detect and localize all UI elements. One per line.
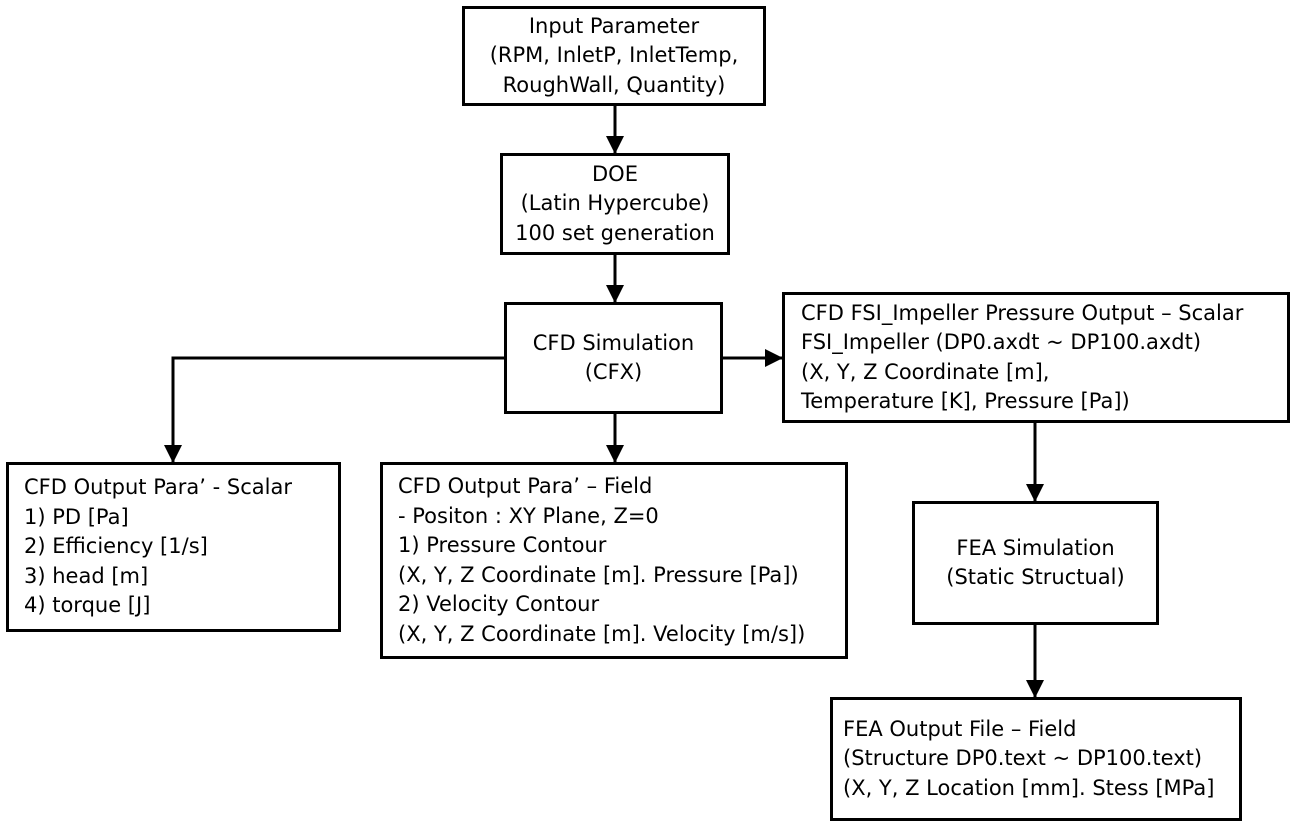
node-text-line: (X, Y, Z Coordinate [m],: [801, 359, 1050, 384]
node-text-line: 1) PD [Pa]: [24, 504, 129, 529]
node-text-line: CFD FSI_Impeller Pressure Output – Scala…: [801, 300, 1244, 325]
node-text-line: - Positon : XY Plane, Z=0: [398, 503, 659, 528]
node-text-line: FEA Output File – Field: [843, 716, 1077, 741]
node-text-line: (Static Structual): [946, 565, 1125, 589]
node-text-line: (X, Y, Z Coordinate [m]. Velocity [m/s]): [398, 621, 806, 646]
node-text-line: (X, Y, Z Coordinate [m]. Pressure [Pa]): [398, 562, 799, 587]
doe-box: DOE (Latin Hypercube) 100 set generation: [500, 153, 730, 255]
node-text-line: (CFX): [584, 360, 643, 384]
node-text-line: 4) torque [J]: [24, 593, 151, 618]
node-text-line: 1) Pressure Contour: [398, 533, 607, 557]
fea-simulation-box: FEA Simulation (Static Structual): [912, 501, 1159, 625]
node-text-line: CFD Simulation: [532, 330, 695, 355]
node-text-line: Input Parameter: [528, 13, 700, 38]
node-text-line: FSI_Impeller (DP0.axdt ~ DP100.axdt): [801, 330, 1202, 354]
node-text-line: CFD Output Para’ - Scalar: [24, 475, 292, 500]
node-text-line: 100 set generation: [515, 220, 715, 245]
node-text-line: (Latin Hypercube): [520, 191, 710, 216]
node-text-line: FEA Simulation: [956, 535, 1115, 560]
input-parameter-box: Input Parameter (RPM, InletP, InletTemp, R…: [462, 6, 766, 106]
arrow-cfd-simulation-to-scalar-output: [164, 356, 506, 463]
node-text-line: (Structure DP0.text ~ DP100.text): [843, 746, 1203, 771]
cfd-field-output-box: CFD Output Para’ – Field - Positon : XY P…: [380, 462, 848, 659]
node-text-line: 2) Efficiency [1/s]: [24, 534, 208, 559]
node-text-line: 3) head [m]: [24, 563, 149, 588]
fea-output-file-box: FEA Output File – Field (Structure DP0.te…: [830, 697, 1242, 821]
node-text-line: RoughWall, Quantity): [502, 72, 726, 97]
node-text-line: (RPM, InletP, InletTemp,: [489, 43, 739, 68]
node-text-line: DOE: [592, 161, 638, 186]
node-text-line: 2) Velocity Contour: [398, 592, 600, 616]
cfd-simulation-box: CFD Simulation (CFX): [504, 302, 723, 414]
node-text-line: Temperature [K], Pressure [Pa]): [801, 389, 1130, 413]
cfd-scalar-output-box: CFD Output Para’ - Scalar 1) PD [Pa] 2) Ef…: [6, 462, 341, 632]
node-text-line: CFD Output Para’ – Field: [398, 474, 653, 498]
fsi-pressure-output-box: CFD FSI_Impeller Pressure Output – Scala…: [782, 292, 1290, 423]
node-text-line: (X, Y, Z Location [mm]. Stess [MPa]: [843, 775, 1215, 800]
